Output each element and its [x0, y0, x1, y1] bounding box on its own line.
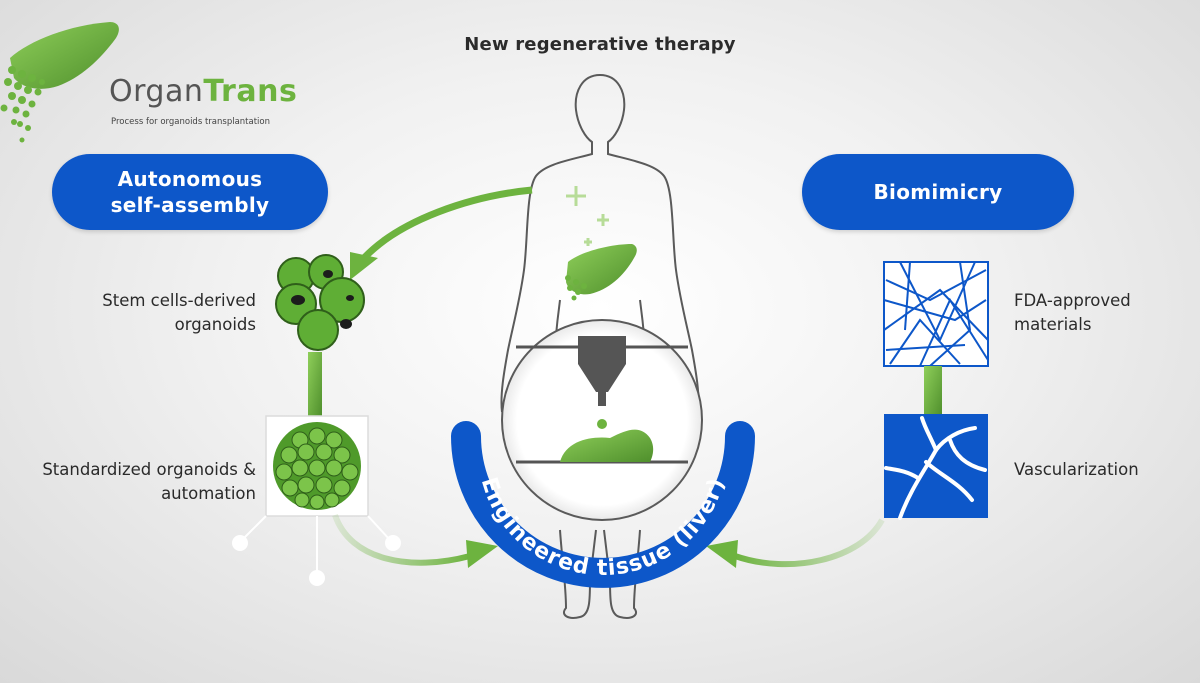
- logo-tagline: Process for organoids transplantation: [111, 117, 270, 127]
- logo-part1: Organ: [109, 74, 204, 109]
- logo-wordmark: OrganTrans: [109, 74, 297, 109]
- liver-icon: [565, 244, 637, 301]
- stem-cells-label: Stem cells-derived organoids: [102, 291, 256, 334]
- engineered-tissue-ring: [451, 421, 755, 588]
- connector-bar-right: [924, 366, 942, 416]
- biomimicry-pill: Biomimicry: [802, 154, 1074, 230]
- standardized-label: Standardized organoids & automation: [42, 460, 256, 503]
- stem-cell-organoids-icon: [275, 254, 365, 351]
- vascularization-label: Vascularization: [1014, 460, 1139, 479]
- biomimicry-pill-label: Biomimicry: [873, 180, 1003, 204]
- plus-icon: [566, 186, 609, 246]
- arrow-left-to-center: [332, 513, 471, 566]
- fda-materials-mesh-icon: [883, 261, 989, 367]
- vascularization-icon: [884, 414, 988, 520]
- arrow-right-to-center: [734, 518, 885, 568]
- bioprinter-circle: [501, 319, 703, 521]
- fda-materials-label: FDA-approved materials: [1014, 291, 1131, 334]
- autonomous-pill-label: Autonomous self-assembly: [110, 167, 270, 217]
- automation-network-icon: [232, 515, 401, 586]
- autonomous-pill: Autonomous self-assembly: [52, 154, 328, 230]
- arrowhead: [706, 540, 738, 568]
- standardized-organoid-icon: [265, 415, 369, 517]
- curved-arrow-to-organoids: [361, 186, 533, 261]
- connector-bar-left: [308, 352, 322, 416]
- arrowhead: [350, 252, 378, 280]
- logo-liver-icon: [0, 22, 119, 143]
- page-title: New regenerative therapy: [464, 34, 736, 55]
- arrowhead: [466, 540, 498, 568]
- logo-part2: Trans: [203, 74, 298, 109]
